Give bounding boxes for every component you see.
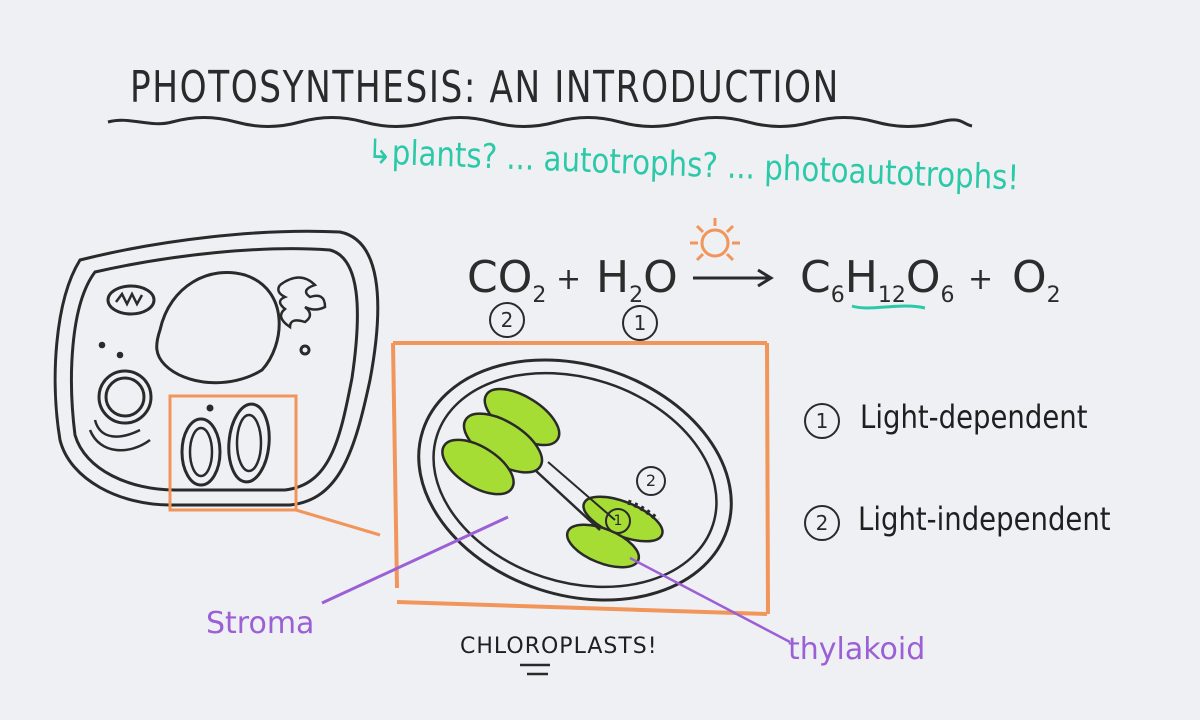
- nucleus: [97, 369, 153, 425]
- h2o-o: O: [643, 252, 678, 303]
- cell-membrane: [70, 247, 359, 492]
- golgi-apparatus: [277, 276, 327, 330]
- zoom-box-small: [168, 394, 381, 537]
- reactant-co2: CO2: [467, 252, 546, 308]
- chloroplast-outer-membrane: [417, 358, 733, 602]
- vacuole: [155, 270, 281, 385]
- sun-icon: [690, 218, 740, 262]
- plant-cell-diagram: [53, 229, 380, 507]
- co2-stage-marker: 2: [489, 302, 525, 338]
- plus-sign-1: +: [556, 262, 582, 297]
- glucose-o-subscript: 6: [940, 282, 955, 308]
- glucose-c: C: [800, 252, 831, 303]
- stroma-pointer: [321, 515, 509, 605]
- cell-chloroplast-1: [180, 417, 222, 487]
- legend-stage1-number: 1: [804, 403, 840, 439]
- cell-chloroplast-2: [227, 402, 271, 484]
- legend-stage2-label: Light-independent: [858, 500, 1111, 538]
- h2o-subscript: 2: [629, 282, 644, 308]
- thylakoid-disc: [441, 438, 515, 496]
- chloroplast-inner-membrane: [432, 371, 718, 589]
- endoplasmic-reticulum: [88, 419, 151, 452]
- chloroplast-stage2-marker: 2: [636, 466, 666, 496]
- h12-underline: [851, 304, 926, 310]
- h2o-h: H: [596, 252, 630, 303]
- glucose-o: O: [905, 252, 941, 303]
- thylakoid-pointer: [629, 556, 791, 644]
- chloroplast-diagram: [417, 358, 733, 602]
- chloroplasts-label: CHLOROPLASTS!: [460, 634, 658, 659]
- stroma-label: Stroma: [206, 606, 315, 641]
- chloroplasts-underline: [520, 663, 550, 676]
- product-glucose: C6H12O6: [800, 252, 954, 308]
- glucose-c-subscript: 6: [830, 282, 845, 308]
- reactant-h2o: H2O: [596, 252, 678, 308]
- oxygen-o: O: [1012, 252, 1047, 303]
- legend-stage2-number: 2: [804, 505, 840, 541]
- page-title: PHOTOSYNTHESIS: AN INTRODUCTION: [130, 62, 840, 113]
- reaction-arrow: [693, 268, 774, 288]
- cell-wall: [53, 229, 380, 507]
- plus-sign-2: +: [968, 262, 994, 297]
- mitochondrion: [106, 284, 156, 316]
- glucose-h: H: [844, 252, 878, 303]
- glucose-h-subscript: 12: [877, 282, 906, 308]
- legend-stage1-label: Light-dependent: [860, 398, 1088, 436]
- product-oxygen: O2: [1012, 252, 1061, 308]
- thylakoid-label: thylakoid: [788, 632, 926, 667]
- h2o-stage-marker: 1: [622, 305, 658, 341]
- oxygen-subscript: 2: [1046, 282, 1061, 308]
- chloroplast-stage1-marker: 1: [605, 508, 631, 534]
- co2-subscript: 2: [532, 282, 547, 308]
- title-underline: [107, 116, 973, 128]
- zoom-frame-large: [391, 341, 770, 616]
- co2-symbol: CO: [467, 252, 533, 303]
